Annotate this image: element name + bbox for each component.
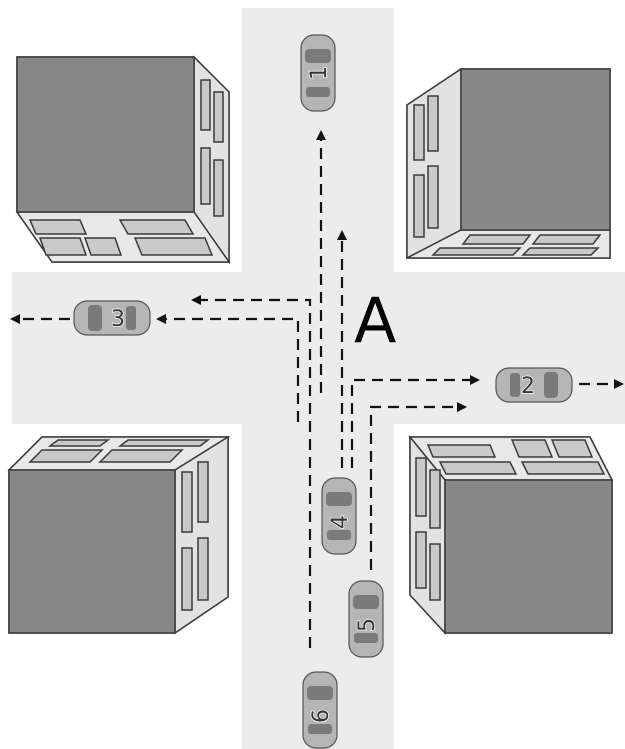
building-bottom-right — [408, 434, 614, 635]
trajectories — [10, 130, 624, 648]
building-bottom-left — [7, 435, 231, 635]
building-top-right — [406, 67, 611, 260]
car-3: 3 — [73, 300, 151, 336]
car-1-label: 1 — [307, 66, 332, 80]
trajectory-right-upper — [350, 375, 480, 468]
trajectory-right-lower — [369, 402, 467, 570]
trajectory-left-upper — [191, 295, 312, 648]
car-6-label: 6 — [309, 709, 334, 723]
car-4-label: 4 — [328, 515, 353, 529]
intersection-label: A — [354, 284, 396, 357]
car-5-label: 5 — [355, 618, 380, 632]
car-3-label: 3 — [111, 307, 125, 332]
car-2: 2 — [495, 367, 573, 403]
car-6: 6 — [302, 671, 338, 749]
car-1: 1 — [300, 34, 336, 112]
car-2-label: 2 — [521, 374, 535, 399]
building-top-left — [15, 55, 231, 265]
car-4: 4 — [321, 477, 357, 555]
car-5: 5 — [348, 580, 384, 658]
